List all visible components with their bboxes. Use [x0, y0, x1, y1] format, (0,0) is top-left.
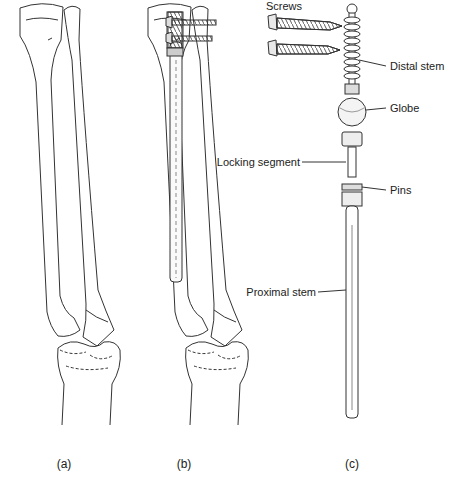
panel-label: (b) — [177, 458, 192, 471]
panel-label: (c) — [345, 458, 359, 471]
spring-coil — [344, 59, 360, 65]
part-label: Distal stem — [390, 60, 444, 73]
part-label: Proximal stem — [246, 286, 316, 299]
part-label: Screws — [266, 0, 302, 13]
part-label: Globe — [390, 102, 419, 115]
part-label: Locking segment — [217, 156, 300, 169]
spring-coil — [344, 38, 360, 44]
panel-label: (a) — [57, 458, 72, 471]
spring-coil — [344, 17, 360, 23]
spring-coil — [344, 52, 360, 58]
part-label: Pins — [390, 184, 411, 197]
spring-coil — [344, 45, 360, 51]
spring-coil — [344, 66, 360, 72]
spring-coil — [344, 24, 360, 30]
spring-coil — [344, 73, 360, 79]
spring-coil — [344, 31, 360, 37]
